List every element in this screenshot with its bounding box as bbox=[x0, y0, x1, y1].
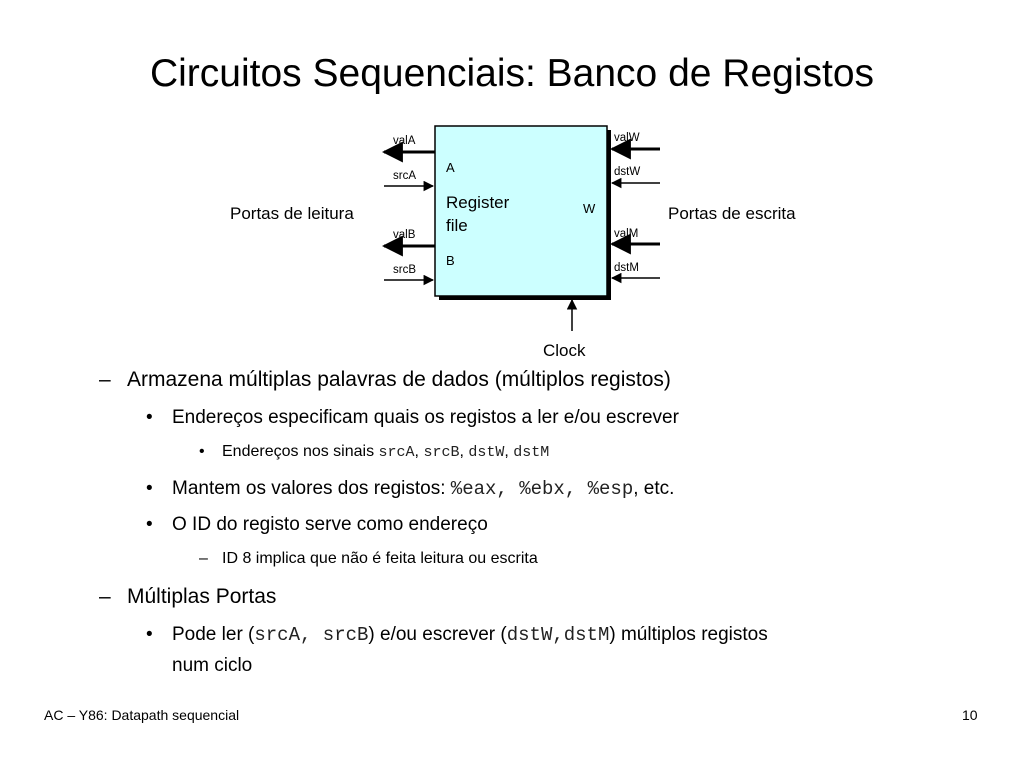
block-label-line1: Register bbox=[446, 193, 510, 212]
code-dstM: dstM bbox=[513, 444, 550, 461]
bullet-4: Mantem os valores dos registos: %eax, %e… bbox=[172, 478, 675, 500]
bullet-5: O ID do registo serve como endereço bbox=[172, 514, 488, 535]
bullet-3-text: Endereços nos sinais bbox=[222, 443, 379, 460]
valW-label: valW bbox=[614, 132, 640, 144]
port-w-label: W bbox=[583, 201, 596, 216]
bullet-7-marker: – bbox=[99, 585, 111, 608]
bullet-2-marker: • bbox=[146, 407, 153, 428]
bullet-6: ID 8 implica que não é feita leitura ou … bbox=[222, 550, 538, 567]
code-srcA: srcA bbox=[378, 444, 415, 461]
srcA-label: srcA bbox=[393, 170, 416, 182]
bullet-5-marker: • bbox=[146, 514, 153, 535]
valB-label: valB bbox=[393, 229, 416, 241]
bullet-4-text: Mantem os valores dos registos: bbox=[172, 478, 451, 499]
dstM-label: dstM bbox=[614, 262, 639, 274]
register-file-block bbox=[434, 125, 608, 297]
dstW-label: dstW bbox=[614, 166, 640, 178]
valA-label: valA bbox=[393, 135, 416, 147]
code-dstW: dstW bbox=[468, 444, 505, 461]
code-write-dests: dstW,dstM bbox=[506, 624, 610, 646]
port-a-label: A bbox=[446, 160, 455, 175]
bullet-4-marker: • bbox=[146, 478, 153, 499]
code-read-sources: srcA, srcB bbox=[254, 624, 369, 646]
block-label-line2: file bbox=[446, 216, 468, 235]
slide-title: Circuitos Sequenciais: Banco de Registos bbox=[149, 52, 875, 95]
bullet-2: Endereços especificam quais os registos … bbox=[172, 407, 679, 428]
page-number: 10 bbox=[962, 707, 978, 723]
bullet-1-marker: – bbox=[99, 368, 111, 391]
clock-label: Clock bbox=[543, 341, 586, 360]
read-ports-label: Portas de leitura bbox=[230, 204, 354, 223]
bullet-8-marker: • bbox=[146, 624, 153, 645]
srcB-label: srcB bbox=[393, 264, 416, 276]
port-b-label: B bbox=[446, 253, 455, 268]
valM-label: valM bbox=[614, 228, 638, 240]
bullet-8-continuation: num ciclo bbox=[172, 655, 253, 676]
code-srcB: srcB bbox=[423, 444, 460, 461]
write-ports-label: Portas de escrita bbox=[668, 204, 796, 223]
bullet-7: Múltiplas Portas bbox=[127, 585, 277, 608]
footer-title: AC – Y86: Datapath sequencial bbox=[44, 707, 240, 723]
code-registers: %eax, %ebx, %esp bbox=[450, 478, 634, 500]
register-file-diagram: Register file A B W valA srcA valB srcB … bbox=[230, 125, 796, 360]
bullet-8: Pode ler (srcA, srcB) e/ou escrever (dst… bbox=[172, 624, 768, 646]
bullet-6-marker: – bbox=[199, 550, 208, 567]
bullet-1: Armazena múltiplas palavras de dados (mú… bbox=[127, 368, 671, 391]
bullet-3: Endereços nos sinais srcA, srcB, dstW, d… bbox=[222, 443, 550, 461]
bullet-3-marker: • bbox=[199, 443, 205, 460]
